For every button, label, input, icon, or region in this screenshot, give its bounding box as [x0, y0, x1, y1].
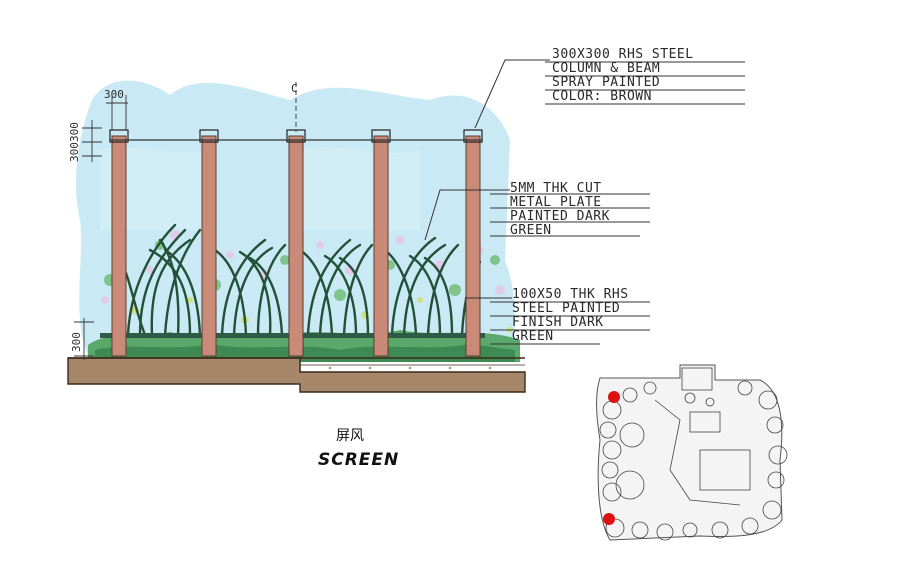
key-plan-marker-lower [603, 513, 615, 525]
dim-beam-height-b: 300 [68, 142, 81, 162]
svg-text:300X300 RHS STEEL: 300X300 RHS STEEL [552, 47, 694, 62]
annotation-rail: 100X50 THK RHS STEEL PAINTED FINISH DARK… [512, 287, 629, 344]
svg-text:COLOR: BROWN: COLOR: BROWN [552, 89, 652, 104]
svg-text:GREEN: GREEN [512, 329, 554, 344]
svg-text:SPRAY PAINTED: SPRAY PAINTED [552, 75, 660, 90]
svg-text:COLUMN & BEAM: COLUMN & BEAM [552, 61, 660, 76]
title-english: SCREEN [318, 450, 399, 470]
svg-text:STEEL PAINTED: STEEL PAINTED [512, 301, 620, 316]
column-2 [201, 135, 217, 357]
svg-text:METAL PLATE: METAL PLATE [510, 195, 602, 210]
dim-top-width: 300 [104, 88, 124, 101]
column-1 [111, 135, 127, 357]
svg-text:5MM THK CUT: 5MM THK CUT [510, 181, 602, 196]
column-5 [465, 135, 481, 357]
annotation-plate: 5MM THK CUT METAL PLATE PAINTED DARK GRE… [510, 181, 610, 238]
dimension-lines [74, 82, 297, 360]
svg-text:100X50 THK RHS: 100X50 THK RHS [512, 287, 629, 302]
dim-beam-height-a: 300 [68, 122, 81, 142]
svg-text:PAINTED DARK: PAINTED DARK [510, 209, 610, 224]
column-3 [288, 135, 304, 357]
leader-lines [424, 59, 745, 345]
annotation-column: 300X300 RHS STEEL COLUMN & BEAM SPRAY PA… [552, 47, 694, 104]
title-chinese: 屏风 [336, 428, 364, 444]
svg-text:FINISH DARK: FINISH DARK [512, 315, 604, 330]
key-plan [596, 364, 788, 541]
centerline-mark: C [291, 82, 298, 95]
column-4 [373, 135, 389, 357]
svg-text:GREEN: GREEN [510, 223, 552, 238]
dim-base-height: 300 [70, 332, 83, 352]
key-plan-marker-upper [608, 391, 620, 403]
steel-columns [111, 135, 481, 357]
column-caps [109, 129, 483, 143]
metal-plate-blades [113, 223, 482, 337]
ground-section [67, 357, 526, 393]
